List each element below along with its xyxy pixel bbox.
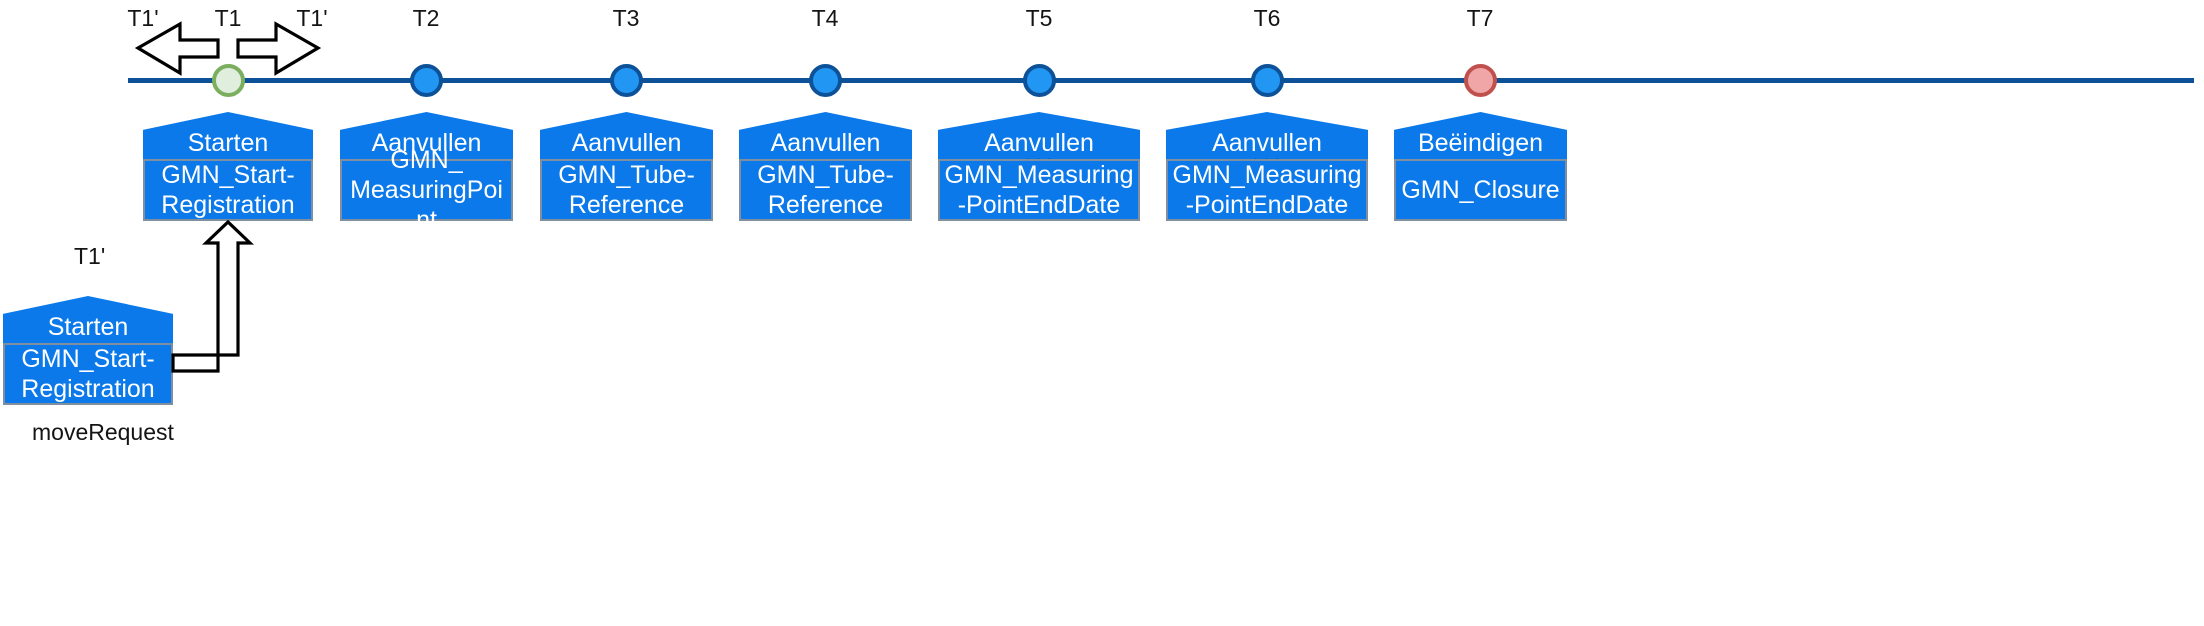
tick-label-t4: T4 (811, 5, 839, 31)
event-card-t2-hood-label: Aanvullen (371, 129, 482, 157)
timeline-node-t6[interactable] (1251, 64, 1284, 97)
event-card-t4-body-label: GMN_Tube-Reference (757, 161, 894, 219)
event-card-t2-body: GMN_ MeasuringPoint (340, 146, 513, 234)
event-card-t2-body-label: GMN_ MeasuringPoint (350, 146, 503, 234)
event-card-t3-hood-label: Aanvullen (571, 129, 682, 157)
event-card-t6-body: GMN_Measuring-PointEndDate (1166, 159, 1368, 221)
event-card-t1-body-label: GMN_Start-Registration (161, 161, 295, 219)
move-request-card-hood: Starten (3, 296, 173, 343)
event-card-t7-hood-label: Beëindigen (1417, 129, 1544, 157)
event-card-t5-hood: Aanvullen . . . (938, 112, 1140, 159)
move-request-card-body: GMN_Start-Registration (3, 343, 173, 405)
event-card-t6-hood-label: Aanvullen (1212, 129, 1322, 157)
timeline-node-t4[interactable] (809, 64, 842, 97)
event-card-t6-body-label: GMN_Measuring-PointEndDate (1172, 161, 1362, 219)
left-arrow-label: T1' (127, 5, 159, 31)
event-card-t1[interactable]: Starten GMN_Start-Registration (143, 112, 313, 221)
event-card-t1-hood: Starten (143, 112, 313, 159)
right-arrow-label: T1' (296, 5, 328, 31)
event-card-t5-hood-label: Aanvullen (984, 129, 1094, 157)
move-request-card-hood-label: Starten (47, 313, 129, 341)
event-card-t1-hood-label: Starten (187, 129, 269, 157)
event-card-t5-body: GMN_Measuring-PointEndDate (938, 159, 1140, 221)
event-card-t7[interactable]: Beëindigen GMN_Closure (1394, 112, 1567, 221)
tick-label-t1: T1 (214, 5, 242, 31)
event-card-t4[interactable]: Aanvullen GMN_Tube-Reference (739, 112, 912, 221)
event-card-t4-body: GMN_Tube-Reference (739, 159, 912, 221)
timeline-axis (128, 78, 2194, 83)
move-request-card-body-label: GMN_Start-Registration (21, 345, 155, 403)
event-card-t3-body: GMN_Tube-Reference (540, 159, 713, 221)
move-request-connector-arrow (171, 219, 254, 373)
event-card-t6-hood: Aanvullen . . . (1166, 112, 1368, 159)
event-card-t7-body: GMN_Closure (1394, 159, 1567, 221)
tick-label-t7: T7 (1466, 5, 1494, 31)
timeline-node-t7[interactable] (1464, 64, 1497, 97)
move-request-card[interactable]: Starten GMN_Start-Registration (3, 296, 173, 405)
event-card-t2[interactable]: Aanvullen GMN_ MeasuringPoint (340, 112, 513, 234)
event-card-t4-hood-label: Aanvullen (770, 129, 881, 157)
timeline-node-t1[interactable] (212, 64, 245, 97)
tick-label-t5: T5 (1025, 5, 1053, 31)
event-card-t7-hood: Beëindigen (1394, 112, 1567, 159)
move-request-caption: moveRequest (32, 419, 174, 445)
event-card-t3-body-label: GMN_Tube-Reference (558, 161, 695, 219)
tick-label-t2: T2 (412, 5, 440, 31)
event-card-t6[interactable]: Aanvullen . . . GMN_Measuring-PointEndDa… (1166, 112, 1368, 221)
move-request-tick-label: T1' (74, 243, 106, 269)
event-card-t3-hood: Aanvullen (540, 112, 713, 159)
event-card-t5-ellipsis-icon: . . . (1025, 147, 1053, 164)
event-card-t3[interactable]: Aanvullen GMN_Tube-Reference (540, 112, 713, 221)
timeline-node-t5[interactable] (1023, 64, 1056, 97)
timeline-node-t2[interactable] (410, 64, 443, 97)
event-card-t5-body-label: GMN_Measuring-PointEndDate (944, 161, 1134, 219)
tick-label-t6: T6 (1253, 5, 1281, 31)
timeline-node-t3[interactable] (610, 64, 643, 97)
event-card-t7-body-label: GMN_Closure (1401, 176, 1560, 204)
tick-label-t3: T3 (612, 5, 640, 31)
event-card-t4-hood: Aanvullen (739, 112, 912, 159)
event-card-t1-body: GMN_Start-Registration (143, 159, 313, 221)
event-card-t6-ellipsis-icon: . . . (1253, 147, 1281, 164)
event-card-t5[interactable]: Aanvullen . . . GMN_Measuring-PointEndDa… (938, 112, 1140, 221)
